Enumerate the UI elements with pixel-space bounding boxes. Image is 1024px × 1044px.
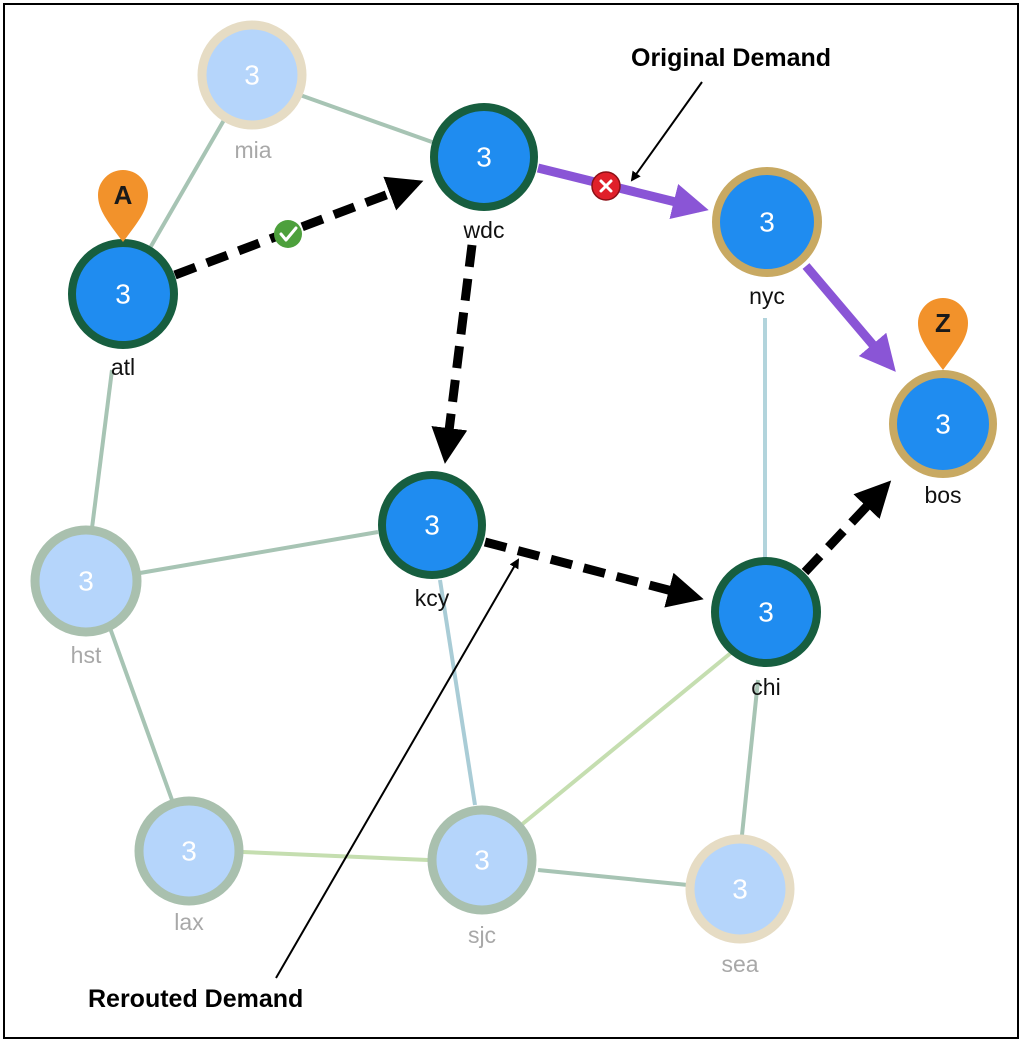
map-pin-icon: Z <box>918 298 968 370</box>
link-chi-sea <box>740 679 760 836</box>
node-label: sjc <box>468 922 496 948</box>
node-bos[interactable]: 3 bos <box>889 370 997 508</box>
rerouted-demand-path <box>173 176 892 608</box>
link-hst-kcy <box>139 530 379 575</box>
node-value: 3 <box>759 207 775 238</box>
link-kcy-sjc <box>438 579 477 806</box>
pin-z-label: Z <box>935 308 951 338</box>
callout-original-demand: Original Demand <box>631 44 831 72</box>
node-label: bos <box>924 482 961 508</box>
rerouted-path-chi-bos <box>801 480 892 576</box>
network-links <box>90 93 767 887</box>
node-mia[interactable]: 3 mia <box>197 20 307 163</box>
node-nyc[interactable]: 3 nyc <box>712 167 822 309</box>
original-demand-path <box>536 163 896 372</box>
node-value: 3 <box>474 845 490 876</box>
check-circle-icon <box>274 220 302 248</box>
node-value: 3 <box>935 409 951 440</box>
link-mia-atl <box>148 118 226 250</box>
rerouted-path-atl-wdc <box>173 176 424 280</box>
node-label: wdc <box>463 217 505 243</box>
original-path-nyc-bos <box>802 263 896 372</box>
node-value: 3 <box>758 597 774 628</box>
rerouted-path-kcy-chi <box>483 537 704 608</box>
node-kcy[interactable]: 3 kcy <box>378 471 486 611</box>
node-sea[interactable]: 3 sea <box>685 834 795 977</box>
link-lax-sjc <box>242 850 429 862</box>
node-sjc[interactable]: 3 sjc <box>427 805 537 948</box>
node-value: 3 <box>424 510 440 541</box>
node-value: 3 <box>115 279 131 310</box>
node-label: sea <box>721 951 758 977</box>
node-value: 3 <box>476 142 492 173</box>
link-sjc-sea <box>537 868 689 887</box>
node-value: 3 <box>244 60 260 91</box>
link-chi-sjc <box>518 650 734 828</box>
x-circle-icon <box>591 171 621 201</box>
callout-rerouted-demand: Rerouted Demand <box>88 985 303 1013</box>
node-label: hst <box>71 642 102 668</box>
node-label: lax <box>174 909 204 935</box>
node-label: atl <box>111 354 135 380</box>
node-label: mia <box>234 137 271 163</box>
callout-pointer-original <box>630 81 703 182</box>
node-label: kcy <box>415 585 450 611</box>
link-hst-lax <box>108 627 174 801</box>
map-pin-icon: A <box>98 170 148 242</box>
node-value: 3 <box>181 836 197 867</box>
node-chi[interactable]: 3 chi <box>711 557 821 700</box>
node-hst[interactable]: 3 hst <box>30 525 142 668</box>
link-atl-hst <box>90 369 114 529</box>
node-value: 3 <box>78 566 94 597</box>
node-wdc[interactable]: 3 wdc <box>430 103 538 243</box>
node-label: chi <box>751 674 780 700</box>
node-label: nyc <box>749 283 785 309</box>
rerouted-path-wdc-kcy <box>431 244 477 464</box>
node-value: 3 <box>732 874 748 905</box>
node-atl[interactable]: 3 atl <box>68 239 178 380</box>
link-mia-wdc <box>299 93 433 144</box>
callout-pointer-rerouted <box>275 558 520 979</box>
pin-a-label: A <box>114 180 133 210</box>
node-lax[interactable]: 3 lax <box>134 796 244 935</box>
